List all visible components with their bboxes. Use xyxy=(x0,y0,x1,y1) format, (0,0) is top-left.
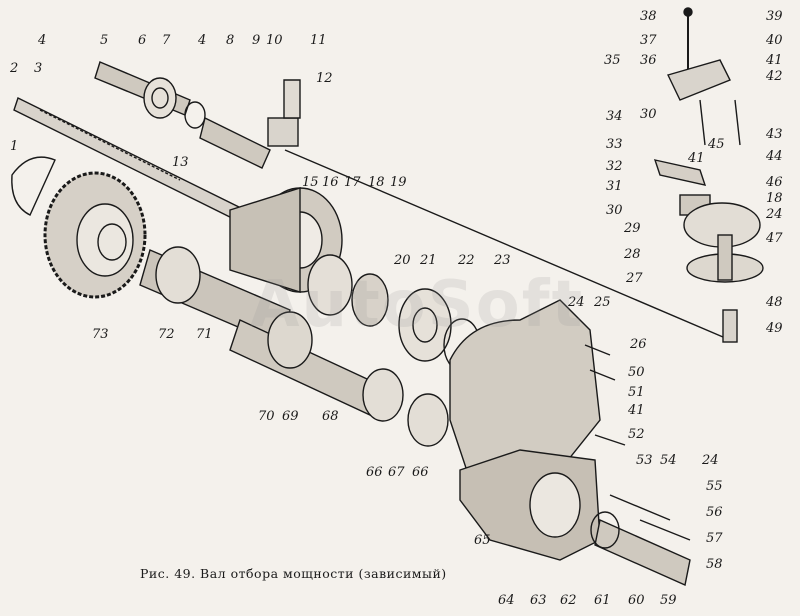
part-label-34: 34 xyxy=(606,109,623,124)
part-label-11: 11 xyxy=(310,33,327,48)
bearing-17 xyxy=(307,254,353,316)
part-label-8: 8 xyxy=(226,33,234,48)
part-label-57: 57 xyxy=(706,531,723,546)
part-label-5: 5 xyxy=(100,33,108,48)
clutch-drum xyxy=(229,187,343,293)
part-label-65: 65 xyxy=(474,533,491,548)
part-label-53: 53 xyxy=(636,453,653,468)
part-label-67: 67 xyxy=(388,465,405,480)
bearing-66a xyxy=(362,368,404,422)
output-shaft xyxy=(594,519,691,586)
part-label-69: 69 xyxy=(282,409,299,424)
part-label-62: 62 xyxy=(560,593,577,608)
part-label-1: 1 xyxy=(10,139,18,154)
part-label-48: 48 xyxy=(765,295,783,310)
bolts xyxy=(584,344,691,541)
part-label-36: 36 xyxy=(640,53,657,68)
part-label-15: 15 xyxy=(302,175,319,190)
part-label-21: 21 xyxy=(419,253,437,268)
part-label-37: 37 xyxy=(640,33,657,48)
part-label-16: 16 xyxy=(322,175,339,190)
part-label-43: 43 xyxy=(765,127,783,142)
part-label-4: 4 xyxy=(197,33,206,48)
part-label-39: 39 xyxy=(766,9,783,24)
part-label-41: 41 xyxy=(765,53,783,68)
part-label-68: 68 xyxy=(322,409,339,424)
part-label-18: 18 xyxy=(368,175,385,190)
part-label-66: 66 xyxy=(366,465,383,480)
part-label-72: 72 xyxy=(158,327,175,342)
part-label-30: 30 xyxy=(606,203,623,218)
part-label-35: 35 xyxy=(604,53,621,68)
part-label-30: 30 xyxy=(640,107,657,122)
part-label-4: 4 xyxy=(37,33,46,48)
part-label-54: 54 xyxy=(660,453,677,468)
large-gear xyxy=(43,171,147,299)
figure-caption: Рис. 49. Вал отбора мощности (зависимый) xyxy=(140,566,447,581)
bearing-19 xyxy=(351,273,389,327)
part-label-44: 44 xyxy=(765,149,783,164)
part-label-40: 40 xyxy=(765,33,783,48)
part-label-63: 63 xyxy=(530,593,547,608)
part-label-22: 22 xyxy=(457,253,475,268)
watermark: AutoSoft xyxy=(250,268,585,342)
housing xyxy=(449,299,601,561)
part-label-12: 12 xyxy=(316,71,333,86)
part-label-23: 23 xyxy=(493,253,511,268)
part-label-33: 33 xyxy=(606,137,623,152)
part-label-7: 7 xyxy=(162,33,171,48)
part-label-59: 59 xyxy=(660,593,677,608)
part-label-9: 9 xyxy=(252,33,260,48)
wire-clip xyxy=(11,156,56,216)
part-label-56: 56 xyxy=(706,505,723,520)
part-label-46: 46 xyxy=(765,175,783,190)
upper-shaft-assembly xyxy=(94,61,301,169)
part-label-25: 25 xyxy=(593,295,611,310)
part-label-24: 24 xyxy=(765,207,783,222)
part-label-38: 38 xyxy=(640,9,657,24)
part-label-28: 28 xyxy=(623,247,641,262)
part-label-52: 52 xyxy=(628,427,645,442)
part-label-31: 31 xyxy=(606,179,623,194)
part-label-49: 49 xyxy=(765,321,783,336)
leader-line xyxy=(284,149,731,341)
part-label-26: 26 xyxy=(629,337,647,352)
part-label-41: 41 xyxy=(627,403,645,418)
part-label-55: 55 xyxy=(706,479,723,494)
part-label-3: 3 xyxy=(34,61,42,76)
control-assembly xyxy=(653,7,764,343)
part-label-58: 58 xyxy=(706,557,723,572)
part-label-45: 45 xyxy=(707,137,725,152)
part-label-17: 17 xyxy=(344,175,361,190)
part-label-18: 18 xyxy=(766,191,783,206)
part-label-73: 73 xyxy=(92,327,109,342)
part-label-51: 51 xyxy=(628,385,645,400)
part-label-41: 41 xyxy=(687,151,705,166)
part-label-27: 27 xyxy=(625,271,643,286)
part-label-66: 66 xyxy=(412,465,429,480)
part-label-19: 19 xyxy=(390,175,407,190)
part-label-29: 29 xyxy=(623,221,641,236)
part-label-60: 60 xyxy=(628,593,645,608)
bearing-66b xyxy=(407,393,449,447)
part-label-42: 42 xyxy=(765,69,783,84)
part-label-50: 50 xyxy=(628,365,645,380)
part-label-70: 70 xyxy=(258,409,275,424)
part-label-71: 71 xyxy=(196,327,213,342)
part-label-6: 6 xyxy=(138,33,146,48)
part-label-24: 24 xyxy=(701,453,719,468)
part-label-10: 10 xyxy=(266,33,283,48)
part-label-32: 32 xyxy=(606,159,623,174)
part-label-61: 61 xyxy=(594,593,611,608)
part-label-24: 24 xyxy=(567,295,585,310)
part-label-2: 2 xyxy=(9,61,18,76)
part-label-20: 20 xyxy=(393,253,411,268)
part-label-64: 64 xyxy=(498,593,515,608)
part-label-13: 13 xyxy=(172,155,189,170)
part-label-47: 47 xyxy=(765,231,783,246)
